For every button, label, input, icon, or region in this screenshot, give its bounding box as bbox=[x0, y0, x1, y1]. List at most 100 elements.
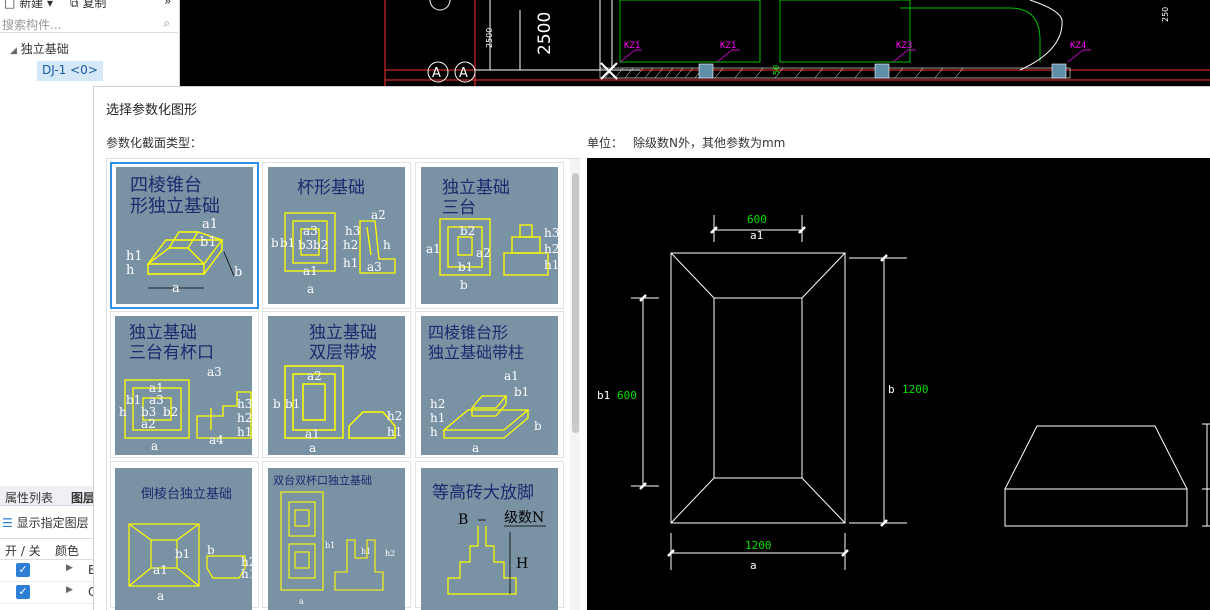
tile-title: 等高砖大放脚 bbox=[432, 483, 534, 503]
unit-description: 除级数N外，其他参数为mm bbox=[633, 136, 786, 150]
column-tag: KZ1 bbox=[720, 41, 736, 51]
dimension-label: b1 bbox=[514, 385, 529, 399]
search-icon[interactable]: ⌕ bbox=[163, 16, 170, 30]
dimension-label: h2 bbox=[385, 549, 395, 558]
dimension-label: b3 bbox=[298, 238, 313, 252]
dimension-label: B bbox=[458, 512, 468, 528]
dimension-label: a3 bbox=[207, 365, 222, 379]
preview-drawing: 600 a1 b1 600 b 1200 1200 a bbox=[597, 213, 1210, 572]
select-parametric-shape-dialog: 选择参数化图形 参数化截面类型： 单位：除级数N外，其他参数为mm 四棱锥台 形… bbox=[93, 86, 1210, 610]
copy-button[interactable]: ⧉ 复制 bbox=[70, 0, 106, 11]
gallery-scrollbar[interactable] bbox=[570, 159, 580, 610]
section-label: 参数化截面类型： bbox=[106, 136, 203, 150]
component-toolbar: □ 新建 ▾ ⧉ 复制 » bbox=[0, 0, 179, 12]
copy-button-label: 复制 bbox=[82, 0, 107, 10]
dimension-label: a bbox=[172, 281, 180, 296]
component-search[interactable]: 搜索构件... ⌕ bbox=[0, 13, 178, 33]
search-input[interactable]: 搜索构件... bbox=[2, 18, 62, 32]
right-dim-name: b bbox=[888, 383, 895, 396]
tree-node-root-label: 独立基础 bbox=[20, 42, 69, 56]
tile-title: 双台双杯口独立基础 bbox=[273, 473, 372, 487]
show-layer-label: 显示指定图层 bbox=[16, 516, 89, 530]
dimension-label: b2 bbox=[460, 224, 475, 238]
dimension-label: b1 bbox=[325, 541, 335, 550]
dimension-label: h2 bbox=[544, 242, 559, 256]
tile-title: 三台有杯口 bbox=[129, 343, 214, 363]
dimension-label: h2 bbox=[343, 238, 358, 252]
dimension-label: a1 bbox=[149, 381, 164, 395]
tree-node-child[interactable]: DJ-1 <0> bbox=[37, 61, 103, 81]
dimension-label: h bbox=[126, 263, 135, 278]
cad-canvas[interactable]: KZ1 KZ1 KZ3 KZ4 A A 2500 2500 50 250 bbox=[180, 0, 1210, 86]
tile-title: 独立基础 bbox=[129, 323, 197, 343]
tree-node-root[interactable]: ◢ 独立基础 bbox=[10, 40, 69, 57]
tile-title: 杯形基础 bbox=[297, 178, 365, 198]
dimension-text: 250 bbox=[1161, 7, 1170, 22]
bottom-dim-value: 1200 bbox=[745, 539, 772, 552]
layer-checkbox[interactable]: ✓ bbox=[16, 563, 30, 577]
expand-arrow-icon[interactable]: ▶ bbox=[66, 563, 73, 573]
dimension-label: b bbox=[207, 543, 215, 557]
new-button[interactable]: □ 新建 ▾ bbox=[4, 0, 53, 11]
new-button-label: 新建 bbox=[19, 0, 44, 10]
layer-row[interactable]: ✓ ▶ C bbox=[0, 582, 96, 604]
layer-table-header: 开 / 关 颜色 bbox=[0, 538, 96, 560]
collapse-arrow-icon[interactable]: ◢ bbox=[10, 46, 17, 56]
shape-preview: 600 a1 b1 600 b 1200 1200 a bbox=[587, 158, 1210, 610]
dimension-label: a bbox=[307, 282, 314, 296]
dimension-label: a2 bbox=[141, 417, 156, 431]
tile-title: 双层带坡 bbox=[309, 343, 377, 363]
bottom-tabs: 属性列表 图层 bbox=[0, 486, 96, 506]
dimension-label: h2 bbox=[430, 397, 445, 411]
dimension-label: a bbox=[151, 439, 158, 453]
dimension-label: a1 bbox=[153, 563, 168, 577]
dimension-label: b1 bbox=[280, 236, 295, 250]
tab-properties[interactable]: 属性列表 bbox=[5, 491, 54, 505]
scrollbar-thumb[interactable] bbox=[572, 173, 579, 433]
layer-name: B bbox=[88, 563, 96, 577]
dimension-label: b1 bbox=[458, 260, 473, 274]
dimension-label: h3 bbox=[237, 397, 252, 411]
dimension-label: b bbox=[271, 236, 279, 250]
dimension-label: a4 bbox=[209, 433, 224, 447]
top-dim-name: a1 bbox=[750, 229, 763, 242]
tile-title: 四棱锥台 bbox=[130, 175, 202, 196]
dimension-label: b1 bbox=[200, 235, 217, 250]
dimension-label: a1 bbox=[202, 217, 218, 232]
dimension-text: 2500 bbox=[485, 28, 494, 48]
layer-row[interactable]: ✓ ▶ B bbox=[0, 560, 96, 582]
dimension-label: b3 bbox=[141, 405, 156, 419]
dimension-label: b1 bbox=[285, 397, 300, 411]
dimension-label: a bbox=[309, 441, 316, 455]
color-column-header: 颜色 bbox=[55, 544, 80, 558]
dimension-label: a2 bbox=[307, 369, 322, 383]
layer-checkbox[interactable]: ✓ bbox=[16, 585, 30, 599]
tab-layers[interactable]: 图层 bbox=[71, 491, 96, 505]
dimension-label: h2 bbox=[387, 409, 402, 423]
top-dim-value: 600 bbox=[747, 213, 767, 226]
tile-title: 独立基础 bbox=[442, 178, 510, 198]
more-icon[interactable]: » bbox=[164, 0, 172, 8]
show-layer-tool[interactable]: ☰ 显示指定图层 bbox=[2, 514, 89, 531]
dimension-label: h1 bbox=[361, 547, 371, 556]
dialog-title: 选择参数化图形 bbox=[106, 103, 198, 118]
expand-arrow-icon[interactable]: ▶ bbox=[66, 585, 73, 595]
dimension-label: a1 bbox=[426, 242, 441, 256]
column-tag: KZ1 bbox=[624, 41, 640, 51]
left-dim-value: 600 bbox=[617, 389, 637, 402]
dimension-label: a3 bbox=[367, 260, 382, 274]
